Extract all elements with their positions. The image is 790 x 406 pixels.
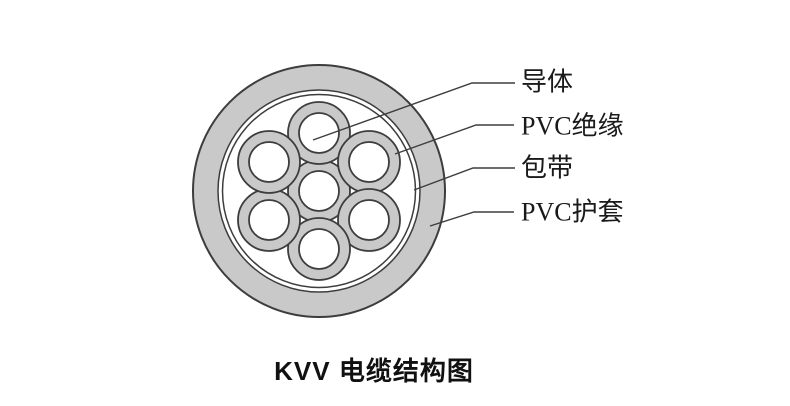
- annotation-label-conductor: 导体: [521, 68, 573, 97]
- leader-line-pvc-insulation: [394, 124, 514, 155]
- conductor-core: [248, 199, 290, 241]
- annotation-label-pvc-insulation: PVC绝缘: [521, 112, 624, 141]
- annotation-label-pvc-sheath: PVC护套: [521, 198, 624, 227]
- leader-line-conductor: [312, 82, 515, 141]
- leader-line-wrapping-tape: [413, 167, 515, 191]
- wrapping-tape-circle: [221, 93, 417, 289]
- conductor-core: [348, 141, 390, 183]
- conductor-core: [248, 141, 290, 183]
- leader-line-pvc-sheath: [429, 211, 514, 227]
- figure-caption: KVV 电缆结构图: [274, 356, 474, 386]
- conductor-core: [348, 199, 390, 241]
- annotation-label-wrapping-tape: 包带: [521, 154, 573, 183]
- conductor-core: [298, 112, 340, 154]
- conductor-core: [298, 170, 340, 212]
- conductor-core: [298, 228, 340, 270]
